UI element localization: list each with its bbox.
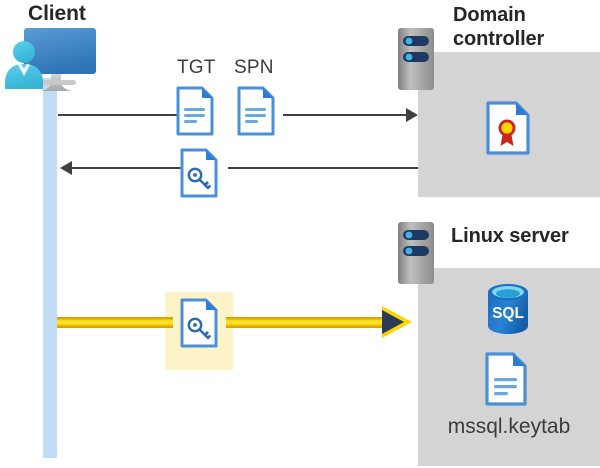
keytab-transfer-arrowhead [382,310,404,334]
tgt-document-icon [176,86,214,136]
response-arrow-segment-left [72,167,182,169]
sql-database-icon: SQL [484,283,532,335]
key-document-icon [180,298,218,348]
response-arrow-segment-right [228,167,418,169]
dc-title-line1: Domain [453,4,526,26]
request-arrow-segment-right [283,114,415,116]
server-rack-icon [398,222,434,284]
dc-title-line2: controller [453,27,545,50]
client-lifeline [43,78,57,458]
certificate-icon [486,101,530,155]
server-rack-icon [398,28,434,90]
spn-document-icon [237,86,275,136]
workstation-user-icon [4,26,102,98]
key-document-icon [180,148,218,198]
response-arrowhead [60,161,72,175]
client-title: Client [28,2,86,25]
keytab-filename-label: mssql.keytab [447,415,571,438]
linux-server-title: Linux server [451,225,569,247]
tgt-label: TGT [177,57,216,78]
request-arrowhead [406,108,418,122]
domain-controller-title: Domain controller [453,4,593,51]
keytab-transfer-segment-left [57,317,173,328]
spn-label: SPN [234,57,274,78]
keytab-document-icon [485,352,527,406]
svg-text:SQL: SQL [492,305,524,322]
request-arrow-segment-left [58,114,178,116]
keytab-transfer-segment-right [226,317,386,328]
